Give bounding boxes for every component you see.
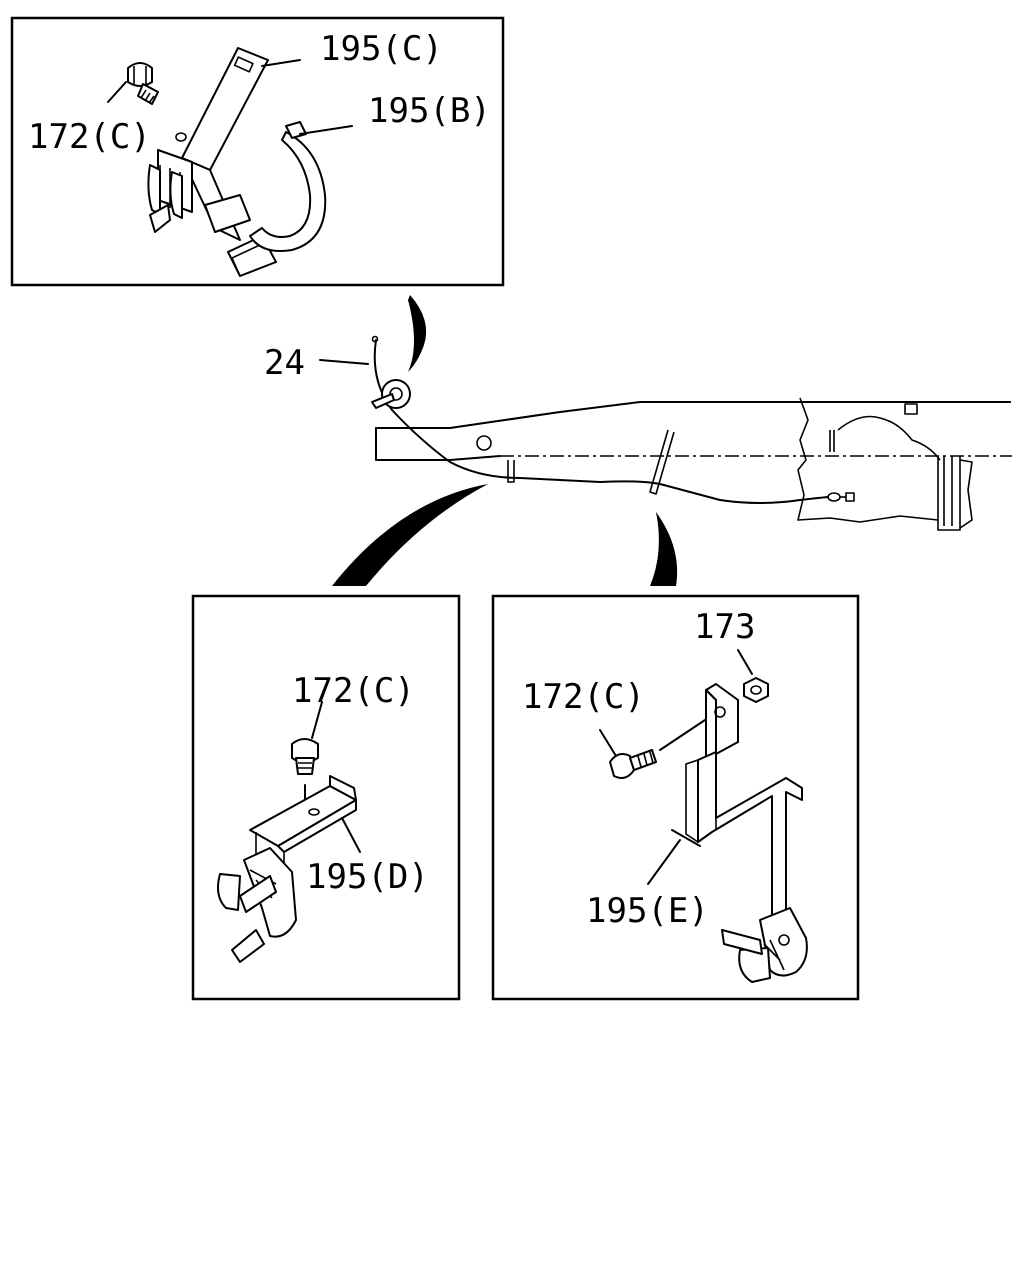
- label-195b-top: 195(B): [368, 91, 491, 131]
- label-173-br: 173: [694, 607, 755, 647]
- label-172c-br: 172(C): [522, 677, 645, 717]
- detail-box-top-left: 195(C) 172(C) 195(B): [10, 16, 505, 287]
- bracket-195d: [217, 775, 357, 963]
- label-172c-top: 172(C): [28, 117, 151, 157]
- bolt-172c-bl: [291, 738, 319, 807]
- bracket-195c: [147, 47, 277, 277]
- detail-box-bottom-left: 172(C) 195(D): [191, 594, 461, 1001]
- label-172c-bl: 172(C): [292, 671, 415, 711]
- bolt-172c-top: [127, 62, 159, 105]
- pointer-top: [408, 295, 427, 372]
- pointer-bottom-left: [332, 484, 488, 586]
- label-195c-top: 195(C): [320, 29, 443, 69]
- nut-173: [737, 649, 769, 703]
- cable-24: [371, 335, 855, 504]
- label-24: 24: [264, 343, 305, 383]
- bracket-195e: [671, 683, 808, 983]
- pointer-bottom-right: [650, 512, 678, 586]
- label-195e-br: 195(E): [586, 891, 709, 931]
- main-assembly: 24: [264, 335, 1012, 531]
- detail-box-bottom-right: 173 172(C) 195(E): [491, 594, 860, 1001]
- label-195d-bl: 195(D): [306, 857, 429, 897]
